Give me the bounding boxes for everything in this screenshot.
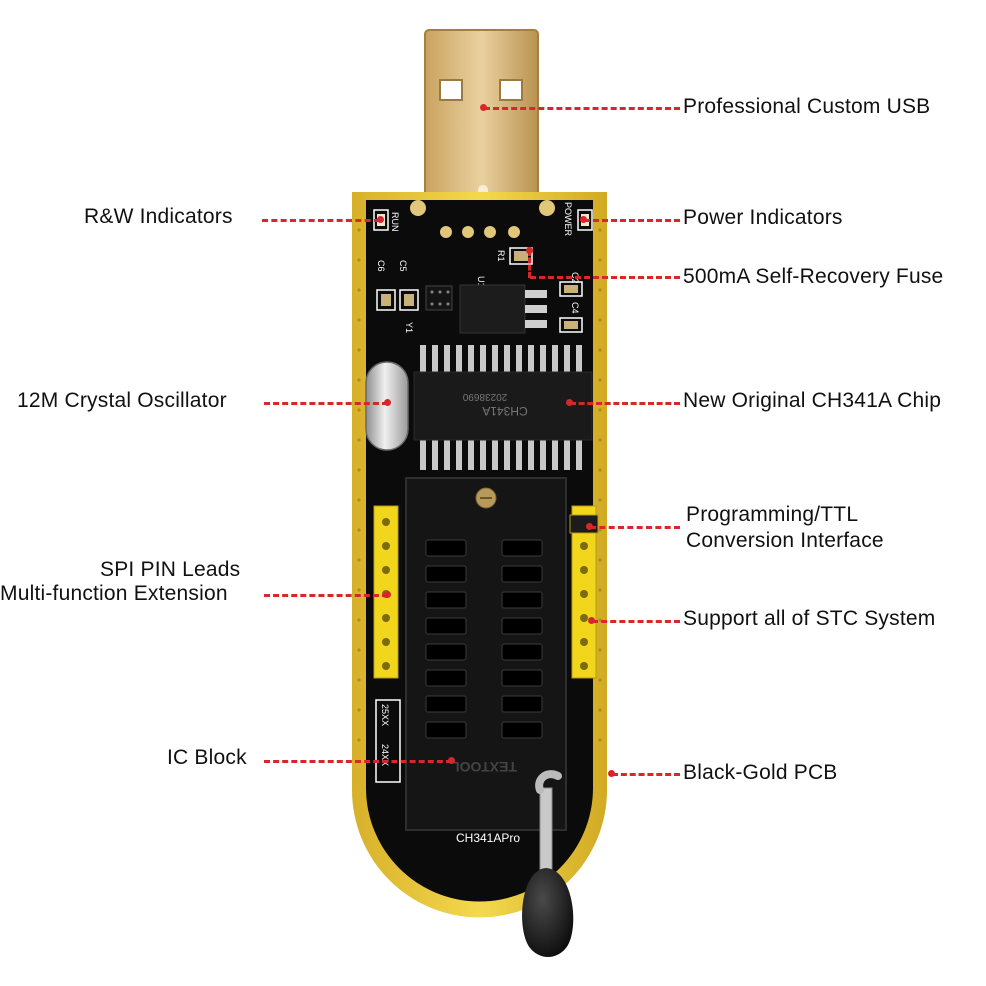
label-rw-indicators: R&W Indicators (84, 205, 233, 228)
spi-header (373, 505, 399, 679)
chip-pins-bottom (420, 438, 582, 470)
leader-power (584, 219, 680, 222)
leader-dot-stc (588, 617, 595, 624)
zif-socket (405, 477, 567, 831)
fuse (509, 247, 533, 265)
c5-silkscreen: C5 (398, 260, 408, 272)
leader-rw (262, 219, 380, 222)
usb-connector (424, 29, 539, 221)
label-crystal: 12M Crystal Oscillator (17, 389, 227, 412)
leader-chip (570, 402, 680, 405)
chip-label: CH341A (482, 404, 527, 418)
model-silkscreen: CH341APro (456, 831, 520, 845)
small-chip (425, 285, 453, 311)
eeprom-25xx: 25XX (380, 704, 390, 726)
run-silkscreen: RUN (390, 212, 400, 232)
leader-dot-fuse (526, 247, 533, 254)
usb-solder-pads (410, 200, 555, 238)
power-silkscreen: POWER (563, 202, 573, 237)
label-spi-line2: Multi-function Extension (0, 582, 228, 605)
label-spi-line1: SPI PIN Leads (100, 558, 241, 581)
label-pcb: Black-Gold PCB (683, 761, 838, 784)
label-chip: New Original CH341A Chip (683, 389, 942, 412)
leader-dot-pcb (608, 770, 615, 777)
leader-crystal (264, 402, 388, 405)
y1-silkscreen: Y1 (404, 322, 414, 333)
label-ttl-line2: Conversion Interface (686, 529, 884, 552)
label-ttl-line1: Programming/TTL (686, 503, 859, 526)
textool-label: TEXTOOL (451, 759, 517, 775)
c6-silkscreen: C6 (376, 260, 386, 272)
label-ic-block: IC Block (167, 746, 247, 769)
leader-dot-usb (480, 104, 487, 111)
leader-dot-chip (566, 399, 573, 406)
leader-dot-ic-block (448, 757, 455, 764)
capacitors-right (559, 281, 583, 333)
voltage-regulator (459, 284, 547, 334)
label-stc: Support all of STC System (683, 607, 936, 630)
leader-dot-power (580, 216, 587, 223)
leader-dot-spi (384, 591, 391, 598)
leader-dot-ttl (586, 523, 593, 530)
leader-dot-crystal (384, 399, 391, 406)
u1-silkscreen: U1 (476, 276, 486, 288)
leader-usb (484, 107, 680, 110)
leader-stc (592, 620, 680, 623)
ch341a-chip (413, 371, 593, 441)
r1-silkscreen: R1 (496, 250, 506, 262)
leader-spi (264, 594, 388, 597)
zif-lever (522, 770, 574, 957)
chip-code: 20238690 (462, 391, 507, 402)
leader-ic-block (264, 760, 452, 763)
eeprom-orientation-box (375, 699, 401, 783)
label-fuse: 500mA Self-Recovery Fuse (683, 265, 944, 288)
leader-ttl (590, 526, 680, 529)
ttl-header (569, 505, 599, 679)
capacitors-left (376, 289, 419, 311)
leader-dot-rw (377, 216, 384, 223)
label-usb: Professional Custom USB (683, 95, 931, 118)
c4-silkscreen: C4 (570, 302, 580, 314)
leader-pcb (612, 773, 680, 776)
chip-pins-top (420, 345, 582, 375)
crystal-oscillator (365, 361, 409, 451)
leader-fuse-vertical (528, 250, 531, 278)
label-power-indicators: Power Indicators (683, 206, 843, 229)
leader-fuse-horizontal (530, 276, 680, 279)
eeprom-24xx: 24XX (380, 744, 390, 766)
